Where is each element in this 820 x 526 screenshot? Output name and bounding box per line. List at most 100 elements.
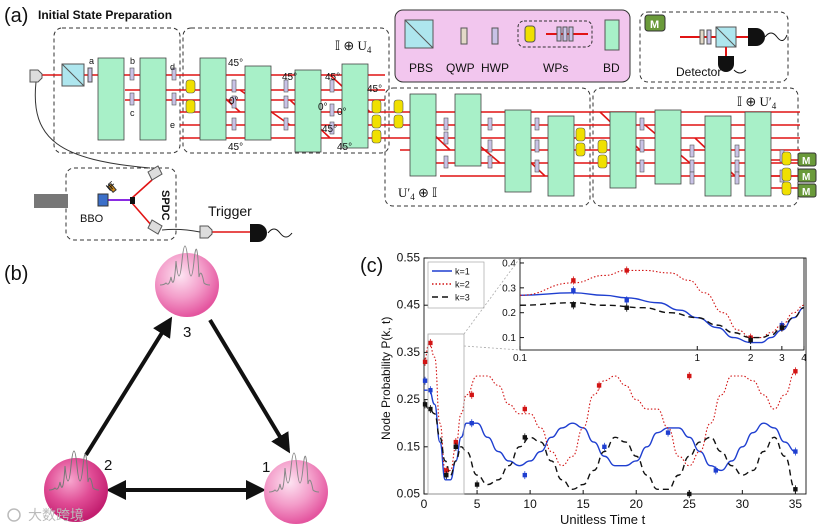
panel-a-label: (a) xyxy=(4,5,28,27)
main-data-point xyxy=(793,487,798,492)
main-data-point xyxy=(793,369,798,374)
main-data-point xyxy=(602,444,607,449)
trigger-coupler xyxy=(199,225,213,239)
inset-x-tick-label: 0.1 xyxy=(513,353,527,364)
node-1-label: 1 xyxy=(262,459,270,476)
output-badge-1 xyxy=(797,152,817,167)
output-badge-3-text: M xyxy=(802,187,810,198)
section-title: Initial State Preparation xyxy=(38,8,172,22)
main-x-tick-label: 10 xyxy=(523,497,537,511)
main-data-point xyxy=(428,406,433,412)
pump-laser xyxy=(34,194,68,208)
node-1-sphere xyxy=(264,460,328,524)
zoom-box xyxy=(427,333,465,495)
inset-y-tick-label: 0.4 xyxy=(502,258,516,269)
inset-data-point xyxy=(571,278,576,283)
element-label-c: c xyxy=(130,108,135,118)
legend-wps-label: WPs xyxy=(543,61,568,75)
element-label-a: a xyxy=(89,56,94,66)
output-badge-2 xyxy=(797,168,817,183)
bbo-label: BBO xyxy=(80,213,104,225)
main-data-point xyxy=(428,387,433,393)
stage-box-3 xyxy=(592,87,799,207)
main-y-tick-label: 0.15 xyxy=(397,439,421,453)
input-coupler xyxy=(29,69,43,83)
main-data-point xyxy=(444,468,449,473)
inset-series-line-k1 xyxy=(519,292,805,344)
legend: k=1k=2k=3 xyxy=(427,261,485,309)
spdc-coupler-bottom xyxy=(147,219,163,235)
qwp-icon xyxy=(460,27,468,45)
inset-x-tick-label: 2 xyxy=(748,353,754,364)
main-data-point xyxy=(422,378,428,383)
main-series-line-k2 xyxy=(423,342,796,471)
main-y-tick-label: 0.45 xyxy=(397,298,421,312)
fiber-cable xyxy=(34,81,151,169)
node-2-label: 2 xyxy=(104,457,112,474)
angle-label: 0° xyxy=(229,96,239,107)
edge-2-to-3 xyxy=(84,316,173,457)
inset-frame xyxy=(519,257,805,351)
main-data-point xyxy=(444,472,449,478)
main-data-point xyxy=(453,439,459,445)
watermark-logo-icon xyxy=(7,508,21,522)
wp-plate-2 xyxy=(562,26,568,42)
beam-dump xyxy=(130,197,135,204)
legend-entry: k=3 xyxy=(455,293,470,303)
main-data-point xyxy=(522,435,528,440)
detector-apd-2 xyxy=(718,56,734,72)
inset-y-tick-label: 0.3 xyxy=(502,283,516,294)
panel-c-label: (c) xyxy=(360,255,383,277)
main-data-point xyxy=(422,359,428,365)
main-data-point xyxy=(687,491,692,497)
detector-qwp xyxy=(699,29,705,45)
detector-legend: M Detector xyxy=(639,11,789,83)
main-x-tick-label: 5 xyxy=(474,497,481,511)
main-data-point xyxy=(469,421,474,426)
beam-displacers xyxy=(97,57,772,197)
detector-pbs-diag xyxy=(715,26,737,48)
legend-entry: k=2 xyxy=(455,280,470,290)
main-data-point xyxy=(428,340,433,346)
node-3-sphere xyxy=(155,253,219,317)
y-axis-label: Node Probability P(k, t) xyxy=(379,317,393,440)
panel-b: (b) 3 2 1 大数跨境 xyxy=(4,245,328,524)
stage-box-1 xyxy=(182,27,390,154)
main-data-point xyxy=(596,383,602,388)
element-label-d: d xyxy=(170,62,175,72)
main-data-point xyxy=(453,444,459,449)
legend-qwp-label: QWP xyxy=(446,61,475,75)
wp-plate-3 xyxy=(568,26,574,42)
inset-x-tick-label: 4 xyxy=(801,353,807,364)
bbo-crystal xyxy=(97,193,109,207)
if-label: IF xyxy=(104,180,118,194)
main-data-point xyxy=(665,430,671,435)
stage-box-2 xyxy=(384,87,591,207)
detector-cable-2 xyxy=(733,69,747,74)
x-axis-label: Unitless Time t xyxy=(560,512,646,526)
detector-hwp xyxy=(706,29,712,45)
inset-x-tick-label: 3 xyxy=(779,353,785,364)
node-2-sphere xyxy=(44,458,108,522)
node-3-wavepacket-icon xyxy=(159,245,211,286)
inset-data-point xyxy=(624,305,629,310)
op-label-2: U′4 ⊕ 𝕀 xyxy=(398,185,437,202)
main-x-tick-label: 15 xyxy=(576,497,590,511)
trigger-label: Trigger xyxy=(208,203,252,219)
main-x-tick-label: 0 xyxy=(421,497,428,511)
legend-box xyxy=(427,261,485,309)
panel-a: (a) Initial State Preparation PBS QWP HW… xyxy=(4,5,817,242)
angle-label: 0° xyxy=(318,102,328,113)
output-badge-3 xyxy=(797,183,817,198)
angle-label: 0° xyxy=(337,107,347,118)
angle-label: 45° xyxy=(282,72,297,83)
output-badge-1-text: M xyxy=(802,156,810,167)
op-label-1: 𝕀 ⊕ U4 xyxy=(335,38,372,55)
inset-y-tick-label: 0.2 xyxy=(502,308,516,319)
bd-icon xyxy=(604,19,620,51)
main-data-point xyxy=(522,406,528,412)
detector-cable-1 xyxy=(764,32,788,41)
main-data-point xyxy=(687,373,692,379)
node-3-label: 3 xyxy=(183,324,191,341)
